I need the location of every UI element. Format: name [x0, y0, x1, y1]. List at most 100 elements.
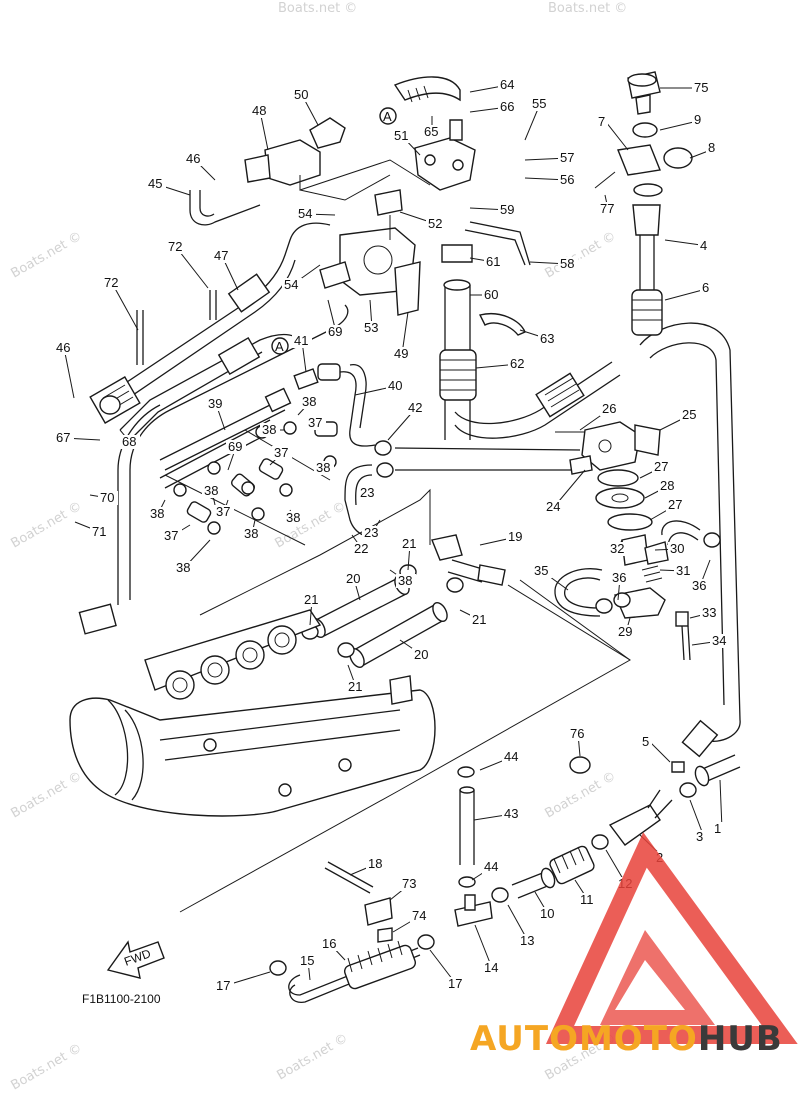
callout-background: [692, 113, 704, 127]
wire-clip: [478, 313, 526, 336]
watermark: Boats.net ©: [9, 499, 85, 552]
distribution-pipes: [159, 363, 581, 546]
callout-background: [298, 954, 318, 968]
watermark: Boats.net ©: [9, 229, 85, 282]
callout-number: 54: [284, 277, 298, 292]
callout-background: [498, 203, 518, 217]
callout-background: [146, 177, 166, 191]
callout-number: 38: [244, 526, 258, 541]
callout-background: [260, 423, 280, 437]
callout-number: 18: [368, 856, 382, 871]
callout-number: 73: [402, 876, 416, 891]
callout-background: [306, 416, 326, 430]
callout-number: 66: [500, 99, 514, 114]
lower-assembly: [269, 754, 741, 1003]
callout-number: 31: [676, 563, 690, 578]
callout-background: [712, 822, 724, 836]
callout-number: 5: [642, 734, 649, 749]
callout-background: [174, 561, 194, 575]
callout-number: 6: [702, 280, 709, 295]
callout-background: [422, 125, 442, 139]
callout-number: 7: [598, 114, 605, 129]
callout-background: [608, 542, 628, 556]
callout-background: [284, 511, 304, 525]
ring: [632, 122, 658, 138]
callout-number: 1: [714, 821, 721, 836]
callout-number: 37: [164, 528, 178, 543]
callout-number: 65: [424, 124, 438, 139]
hose-bellows: [227, 273, 271, 313]
callout-background: [102, 276, 122, 290]
callout-background: [54, 341, 74, 355]
logo-text-automoto: AUTOMOTO: [470, 1019, 698, 1059]
callout-number: 42: [408, 400, 422, 415]
upper-left-tubes: [89, 190, 331, 443]
callout-background: [212, 249, 232, 263]
watermark: Boats.net ©: [543, 769, 619, 822]
callout-background: [272, 446, 292, 460]
leader-line: [111, 282, 139, 331]
watermark: Boats.net ©: [543, 229, 619, 282]
joint-pipes: [179, 488, 631, 913]
callout-number: 48: [252, 103, 266, 118]
callout-number: 21: [402, 536, 416, 551]
callout-background: [700, 281, 712, 295]
hose-bellows: [631, 289, 663, 336]
callout-background: [90, 525, 110, 539]
callout-number: 69: [328, 324, 342, 339]
callout-background: [498, 100, 518, 114]
callout-background: [320, 937, 340, 951]
callout-number: 28: [660, 478, 674, 493]
callout-background: [358, 486, 378, 500]
callout-number: 27: [654, 459, 668, 474]
callout-number: 23: [364, 525, 378, 540]
callout-number: 33: [702, 605, 716, 620]
callout-background: [508, 357, 528, 371]
gasket: [597, 469, 639, 487]
callout-background: [386, 379, 406, 393]
callout-number: 14: [484, 960, 498, 975]
callout-number: 50: [294, 87, 308, 102]
top-center-assembly: [244, 76, 476, 316]
callout-background: [226, 440, 246, 454]
callout-background: [202, 484, 222, 498]
callout-background: [292, 88, 312, 102]
callout-number: 17: [448, 976, 462, 991]
automotohub-logo: AUTOMOTOHUB: [470, 832, 798, 1059]
callout-background: [692, 81, 712, 95]
callout-background: [710, 634, 730, 648]
callout-background: [538, 907, 558, 921]
callout-number: 4: [700, 238, 707, 253]
callout-background: [532, 564, 552, 578]
callout-background: [538, 332, 558, 346]
callout-number: 11: [580, 892, 594, 907]
callout-background: [498, 78, 518, 92]
callout-number: 52: [428, 216, 442, 231]
hose-bellows: [549, 845, 595, 885]
callout-background: [658, 479, 678, 493]
fitting: [309, 117, 346, 149]
callout-background: [282, 278, 302, 292]
logo-text: AUTOMOTOHUB: [470, 1019, 783, 1059]
callout-number: 20: [346, 571, 360, 586]
thermostat-housing: [414, 137, 476, 191]
callout-background: [482, 288, 502, 302]
leader-line: [474, 924, 493, 969]
leader-line: [649, 741, 671, 763]
figure-code: F1B1100-2100: [82, 992, 161, 1006]
callout-background: [344, 572, 364, 586]
callout-background: [706, 141, 718, 155]
manifold-body: [69, 689, 436, 817]
callout-background: [558, 151, 578, 165]
filler-assembly: [594, 71, 693, 336]
callout-number: 45: [148, 176, 162, 191]
callout-background: [484, 255, 504, 269]
leader-line: [605, 121, 629, 151]
callout-number: 22: [354, 541, 368, 556]
watermark: Boats.net ©: [275, 1031, 351, 1084]
callout-number: 54: [298, 206, 312, 221]
callout-background: [392, 129, 412, 143]
